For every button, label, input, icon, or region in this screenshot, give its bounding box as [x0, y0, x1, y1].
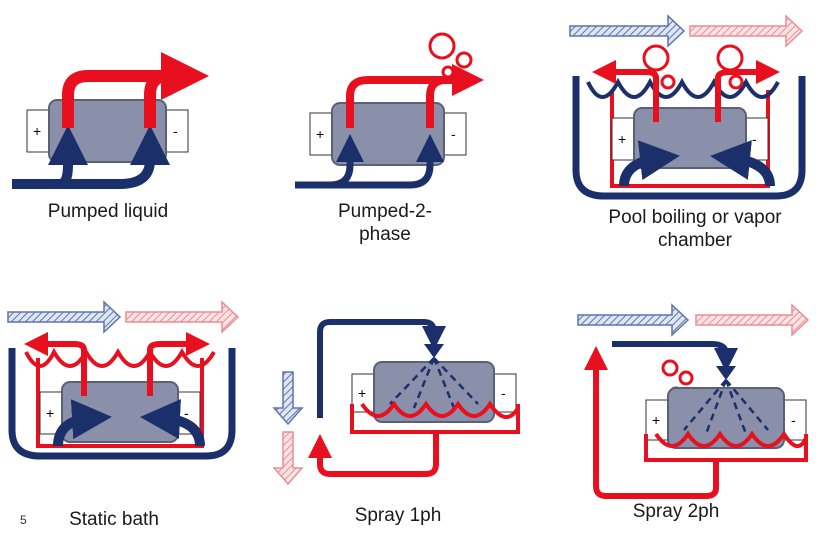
red-outlet-flow [426, 76, 447, 128]
spray-cone [683, 379, 769, 435]
terminal-minus: - [184, 405, 189, 421]
vapor-bubble [678, 370, 694, 386]
hatched-arrow-red [689, 14, 804, 48]
hatched-arrow-red [695, 303, 810, 337]
hatched-arrow-down-blue [272, 371, 304, 426]
caption-spray-1ph: Spray 1ph [354, 505, 442, 526]
vapor-bubble [661, 359, 679, 377]
navy-inlet-flow [12, 125, 170, 189]
caption-pumped-2-phase: Pumped-2- phase [338, 201, 432, 245]
navy-inlet-flow [140, 399, 205, 447]
terminal-minus: - [451, 126, 456, 142]
panel-pool-boiling: + - [569, 14, 806, 200]
spray-cone [389, 357, 479, 409]
red-outlet-flow [715, 60, 780, 122]
terminal-plus: + [652, 412, 660, 428]
red-outlet-flow [147, 332, 210, 396]
terminal-plus: + [33, 123, 41, 139]
page-number: 5 [20, 513, 27, 527]
chip [61, 381, 179, 443]
navy-inlet-flow [710, 140, 775, 187]
navy-inlet-flow [48, 125, 88, 189]
navy-inlet-flow [330, 134, 444, 189]
red-tray [644, 434, 808, 462]
panel-spray-1ph: + - [272, 319, 520, 486]
spray-nozzle [424, 344, 444, 358]
terminal-minus: - [791, 412, 796, 428]
terminal-plus: + [358, 385, 366, 401]
film-scallops [654, 430, 808, 448]
hatched-arrow-down-red [272, 431, 304, 486]
panel-static-bath: + - [7, 300, 240, 460]
red-outlet-flow [592, 60, 659, 122]
terminal-plus: + [316, 126, 324, 142]
hatched-arrow-blue [7, 300, 122, 334]
terminal-plus: + [618, 131, 626, 147]
hatched-arrow-blue [569, 14, 686, 48]
vapor-bubble [660, 74, 676, 90]
caption-spray-2ph: Spray 2ph [632, 501, 720, 522]
red-return-loop [308, 432, 439, 477]
panel-pumped-liquid: + - [12, 52, 209, 189]
terminal-plus: + [46, 405, 54, 421]
spray-nozzle [716, 366, 736, 380]
condenser-scallops [24, 347, 216, 368]
vapor-bubble [642, 44, 670, 72]
film-scallops [360, 400, 520, 419]
caption-static-bath: Static bath [69, 509, 159, 530]
terminal-minus-box [745, 117, 769, 161]
vapor-bubble [716, 44, 744, 72]
hatched-arrow-blue [577, 303, 690, 337]
terminal-minus: - [173, 123, 178, 139]
red-outlet-flow [346, 64, 484, 128]
condenser-scallops [586, 77, 780, 99]
navy-inlet-flow [619, 140, 680, 187]
caption-pumped-liquid: Pumped liquid [47, 201, 169, 222]
vapor-bubble [455, 51, 473, 69]
vapor-bubble [441, 65, 455, 79]
red-inner-vessel [36, 358, 204, 448]
panel-spray-2ph: + - [577, 303, 810, 499]
chip [667, 387, 785, 449]
navy-tank [8, 348, 236, 460]
navy-supply-line [612, 341, 738, 372]
navy-inlet-flow [53, 399, 112, 447]
chip [373, 361, 495, 423]
navy-supply-loop [317, 319, 446, 418]
red-outlet-flow [144, 70, 169, 128]
red-outlet-flow [62, 52, 209, 128]
red-return-loop [584, 346, 719, 499]
vapor-bubble [728, 74, 744, 90]
panel-pumped-2-phase: + - [295, 32, 484, 189]
terminal-minus: - [752, 131, 757, 147]
terminal-minus: - [501, 385, 506, 401]
caption-pool-boiling: Pool boiling or vapor chamber [608, 207, 782, 251]
red-outlet-flow [24, 332, 87, 396]
hatched-arrow-red [125, 300, 240, 334]
vapor-bubble [428, 32, 456, 60]
navy-tank [572, 76, 806, 200]
